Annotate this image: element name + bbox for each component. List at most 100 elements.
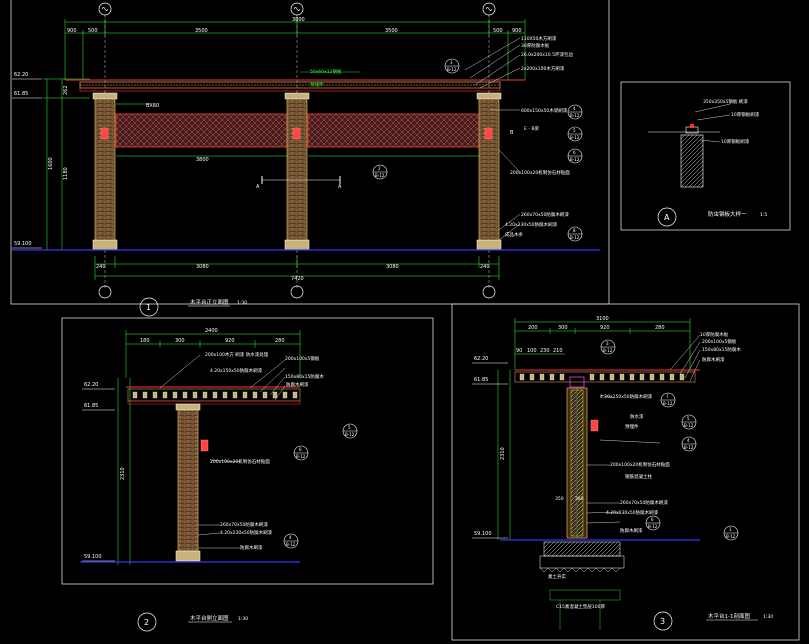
front-canopy-beam [65, 79, 525, 92]
svg-text:350: 350 [555, 496, 564, 502]
axis-markers-bottom [98, 285, 496, 299]
svg-text:防水漆: 防水漆 [630, 413, 644, 420]
svg-text:200x100木方 刷漆 防水漆处理: 200x100木方 刷漆 防水漆处理 [205, 351, 269, 358]
svg-text:50x60x12钢板: 50x60x12钢板 [310, 68, 342, 75]
svg-text:素土夯实: 素土夯实 [548, 573, 566, 580]
svg-text:3: 3 [660, 617, 665, 626]
front-levels: 62.20 61.85 59.100 [12, 72, 42, 249]
svg-text:2310: 2310 [500, 447, 506, 460]
svg-text:90: 90 [516, 348, 522, 354]
section-lamp-icon [590, 419, 599, 432]
svg-text:280: 280 [275, 338, 285, 344]
svg-text:62.20: 62.20 [474, 356, 488, 362]
svg-text:A: A [664, 213, 670, 222]
section-callouts: 3B-12 7B-12 5B-12 4B-12 6B-12 1B-12 [600, 339, 739, 541]
section-dimension-lines [497, 318, 691, 540]
svg-text:4: 4 [289, 535, 292, 540]
svg-text:260x70x50防腐木刷漆: 260x70x50防腐木刷漆 [220, 521, 268, 528]
front-dim-total-left: 3800 [292, 17, 305, 23]
svg-text:200x100x5钢板: 200x100x5钢板 [702, 338, 737, 345]
svg-text:10厚防腐木板: 10厚防腐木板 [700, 331, 729, 338]
svg-text:B-12: B-12 [663, 401, 673, 406]
front-elevation-view: 3800 900 500 3500 3500 500 900 62.20 61.… [10, 0, 610, 317]
svg-text:26.0x200x10.5坏漆包边: 26.0x200x10.5坏漆包边 [521, 51, 573, 58]
svg-text:100: 100 [527, 348, 537, 354]
front-dim-top-5: 500 [493, 28, 503, 34]
front-column-right [478, 97, 500, 251]
svg-text:300: 300 [175, 338, 185, 344]
svg-text:180: 180 [140, 338, 150, 344]
svg-text:2x200x100木方刷漆: 2x200x100木方刷漆 [521, 65, 565, 72]
svg-text:210: 210 [553, 348, 563, 354]
svg-text:8: 8 [573, 228, 576, 233]
svg-text:B: B [510, 130, 514, 136]
svg-text:B-12: B-12 [570, 113, 580, 118]
side-elevation-view: 2400 180 300 920 280 62.20 61.85 59.100 … [61, 317, 434, 632]
callout-circle-5: 5B-12 [567, 126, 583, 142]
front-dimension-lines-top [64, 19, 526, 80]
callout-circle-6: 6B-12 [567, 148, 583, 164]
svg-text:B-12: B-12 [726, 534, 736, 539]
svg-text:6: 6 [299, 447, 302, 452]
svg-text:2400: 2400 [205, 328, 218, 334]
svg-text:1180: 1180 [63, 167, 69, 180]
front-dim-top-2: 500 [88, 28, 98, 34]
front-columns [92, 92, 502, 251]
svg-text:1: 1 [146, 303, 151, 312]
svg-text:200x100x20机制仿石材贴面: 200x100x20机制仿石材贴面 [510, 169, 570, 176]
svg-text:1600: 1600 [48, 157, 54, 170]
svg-text:150x80x15防腐木: 150x80x15防腐木 [702, 346, 741, 353]
svg-text:300: 300 [558, 325, 568, 331]
svg-text:防腐木刷漆: 防腐木刷漆 [702, 356, 725, 363]
front-section-marks: A A [256, 176, 342, 190]
front-dim-top-1: 900 [67, 28, 77, 34]
svg-text:3100: 3100 [596, 316, 609, 322]
svg-text:B-12: B-12 [570, 157, 580, 162]
svg-text:1:5: 1:5 [760, 212, 767, 218]
svg-text:BX60: BX60 [146, 103, 159, 109]
svg-text:防虫钢板大样一: 防虫钢板大样一 [708, 210, 747, 218]
svg-text:2: 2 [378, 166, 381, 171]
svg-text:230: 230 [540, 348, 550, 354]
section-view-title: 3 木平台1-1剖面图 1:30 [653, 611, 773, 631]
svg-text:2310: 2310 [120, 467, 126, 480]
svg-text:B-12: B-12 [570, 135, 580, 140]
svg-text:1:30: 1:30 [238, 616, 248, 622]
svg-text:260x70x50防腐木刷漆: 260x70x50防腐木刷漆 [620, 499, 668, 506]
section-view: 3100 200 300 920 280 90 100 230 210 62.2… [451, 303, 800, 641]
svg-text:4.20x150x50防腐木刷漆: 4.20x150x50防腐木刷漆 [600, 393, 653, 400]
svg-text:4.20x230x50防腐木刷漆: 4.20x230x50防腐木刷漆 [606, 509, 659, 516]
svg-text:E - B梁: E - B梁 [524, 125, 539, 132]
svg-text:成品木条: 成品木条 [505, 231, 523, 238]
svg-text:C15素混凝土垫层100厚: C15素混凝土垫层100厚 [556, 603, 605, 610]
svg-text:5: 5 [573, 128, 576, 133]
side-column [177, 409, 199, 561]
svg-text:3: 3 [606, 341, 609, 346]
svg-text:200x100x20机制仿石材贴面: 200x100x20机制仿石材贴面 [210, 458, 270, 465]
svg-text:B-12: B-12 [603, 348, 613, 353]
svg-text:3: 3 [450, 60, 453, 65]
side-canopy [126, 386, 301, 405]
side-view-frame [61, 317, 434, 585]
svg-text:B-12: B-12 [286, 542, 296, 547]
svg-text:59.100: 59.100 [84, 554, 102, 560]
callout-circle-4: 4B-12 [567, 104, 583, 120]
svg-text:4.20x230x50防腐木刷漆: 4.20x230x50防腐木刷漆 [220, 529, 273, 536]
side-note-leaders [159, 354, 286, 549]
svg-text:B-12: B-12 [296, 454, 306, 459]
svg-text:木平台正立面图: 木平台正立面图 [190, 298, 229, 306]
svg-text:4: 4 [573, 106, 576, 111]
svg-text:200: 200 [528, 325, 538, 331]
svg-text:4.20x150x50防腐木刷漆: 4.20x150x50防腐木刷漆 [210, 367, 263, 374]
svg-text:3080: 3080 [386, 264, 399, 270]
svg-text:4: 4 [687, 438, 690, 443]
front-callouts: 3B-12 4B-12 5B-12 6B-12 2B-12 8B-12 [372, 58, 583, 242]
callout-circle-8: 8B-12 [567, 226, 583, 242]
svg-text:600x150x50木梁刷漆: 600x150x50木梁刷漆 [521, 107, 568, 114]
svg-text:350x350x5钢板 刷漆: 350x350x5钢板 刷漆 [703, 98, 748, 105]
svg-text:7: 7 [666, 394, 669, 399]
front-notes [464, 37, 521, 241]
side-view-title: 2 木平台侧立面图 1:30 [137, 612, 248, 632]
svg-text:59.100: 59.100 [474, 531, 492, 537]
svg-text:260x70x50防腐木刷漆: 260x70x50防腐木刷漆 [521, 211, 569, 218]
